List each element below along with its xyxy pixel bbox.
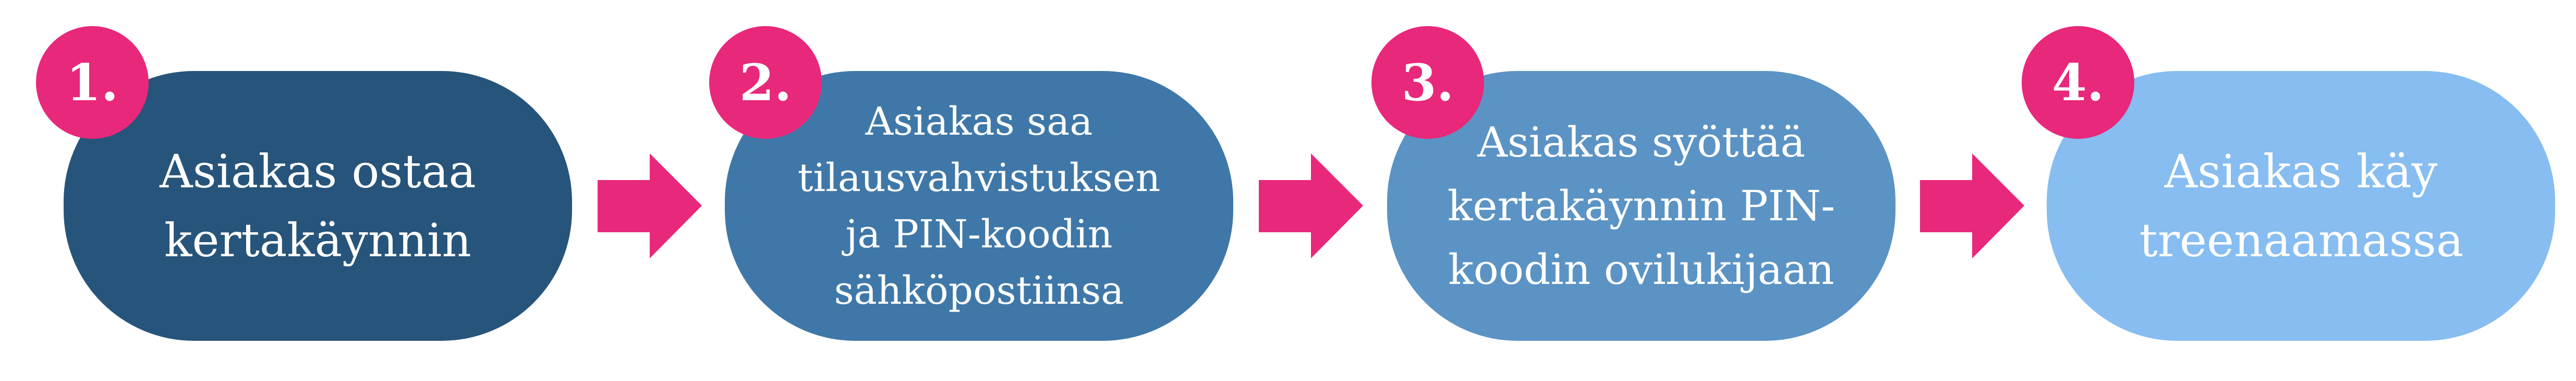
step-4-badge: 4. xyxy=(2022,26,2134,139)
step-4-text: Asiakas käy treenaamassa xyxy=(2139,144,2464,267)
step-1-number: 1. xyxy=(66,53,119,112)
step-1-box: Asiakas ostaa kertakäynnin xyxy=(64,71,572,341)
arrow-right-icon xyxy=(598,153,702,258)
step-3-badge: 3. xyxy=(1371,26,1484,139)
step-4-number: 4. xyxy=(2051,53,2105,112)
arrow-right-icon xyxy=(1259,153,1363,258)
step-4-box: Asiakas käy treenaamassa xyxy=(2047,71,2555,341)
arrow-right-icon xyxy=(1920,153,2024,258)
step-2-box: Asiakas saa tilausvahvistuksen ja PIN-ko… xyxy=(725,71,1233,341)
step-1-text: Asiakas ostaa kertakäynnin xyxy=(160,144,476,267)
step-2-badge: 2. xyxy=(709,26,822,139)
step-1-badge: 1. xyxy=(36,26,149,139)
step-3-number: 3. xyxy=(1401,53,1454,112)
step-2-text: Asiakas saa tilausvahvistuksen ja PIN-ko… xyxy=(797,99,1161,313)
step-2-number: 2. xyxy=(739,53,792,112)
step-3-text: Asiakas syöttää kertakäynnin PIN-koodin … xyxy=(1447,117,1836,294)
